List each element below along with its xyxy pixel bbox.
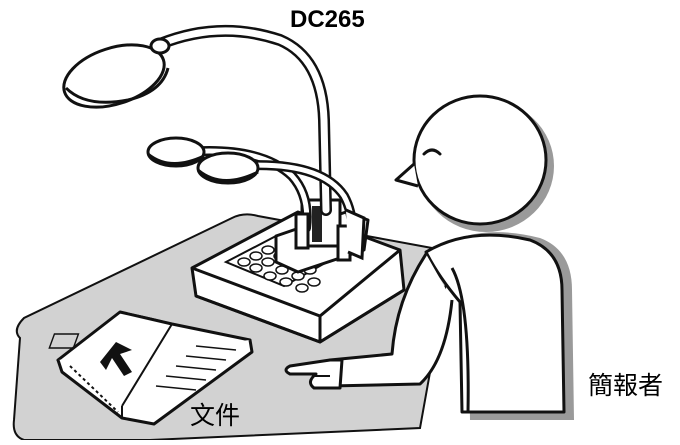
presenter-label: 簡報者 <box>588 366 663 402</box>
lamp-left <box>148 138 204 166</box>
camera-head <box>56 33 172 118</box>
model-label: DC265 <box>290 6 365 34</box>
document-label: 文件 <box>190 396 240 432</box>
presenter-head <box>414 96 546 224</box>
lamp-right <box>198 153 258 183</box>
